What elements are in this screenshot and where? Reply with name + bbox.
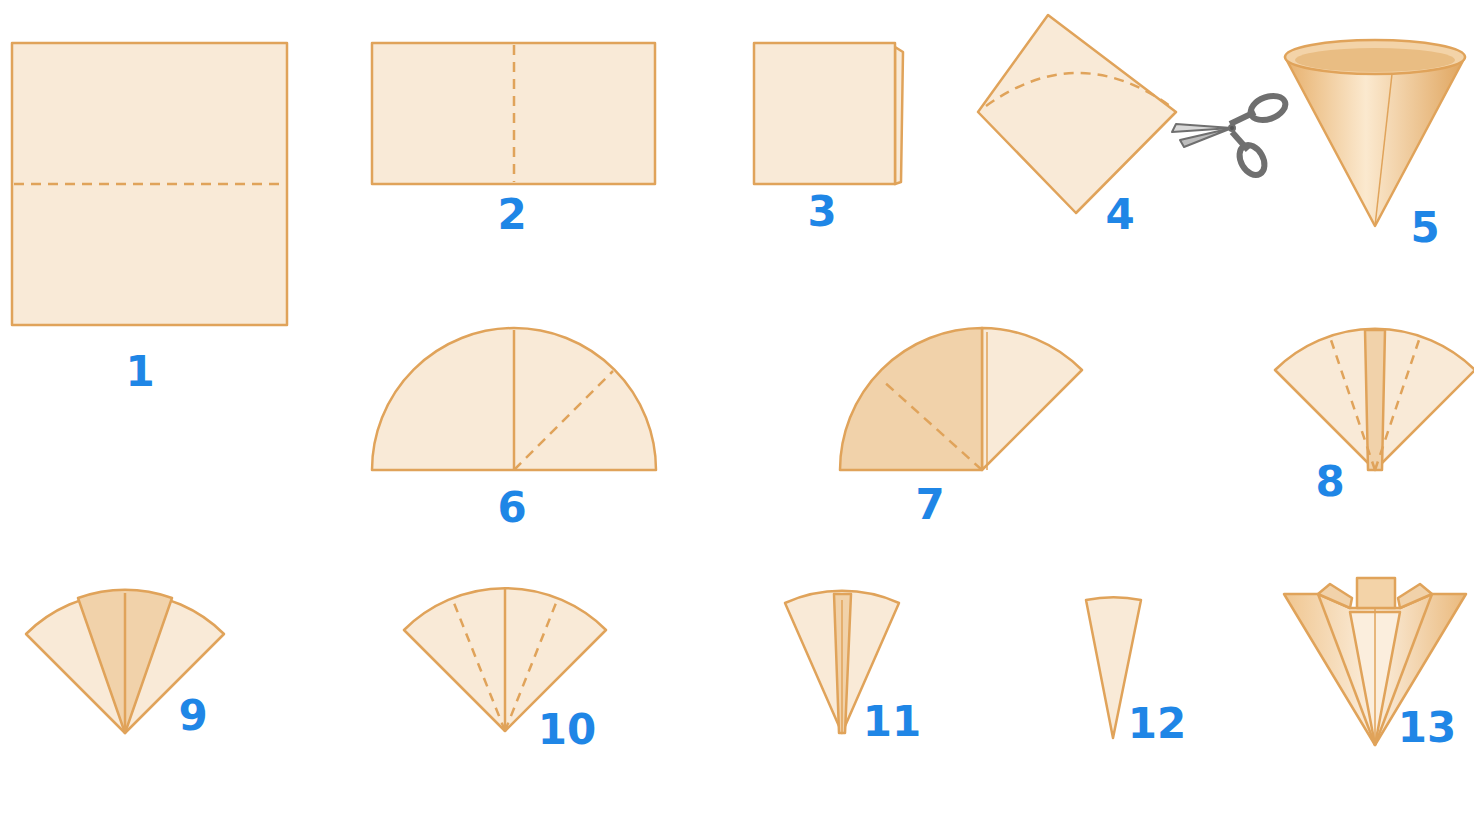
paper-cone: [1285, 40, 1465, 226]
folded-sector: [840, 328, 1082, 470]
step-number: 5: [1410, 207, 1439, 249]
folded-sector: [1275, 329, 1474, 470]
cut-diamond: [978, 15, 1176, 213]
step-number: 4: [1105, 194, 1134, 236]
folded-rectangle: [372, 43, 655, 184]
half-circle: [372, 328, 656, 470]
step-number: 7: [915, 484, 944, 526]
paper-square: [12, 43, 287, 325]
step-number: 9: [178, 695, 207, 737]
step-number: 3: [807, 191, 836, 233]
folded-square: [754, 43, 903, 184]
step-number: 2: [497, 194, 526, 236]
scissors-icon: [1172, 92, 1289, 180]
step-number: 10: [538, 709, 596, 751]
step-number: 13: [1398, 707, 1456, 749]
step-number: 1: [125, 351, 154, 393]
step-number: 8: [1315, 461, 1344, 503]
step-number: 11: [863, 701, 921, 743]
step-number: 12: [1128, 703, 1186, 745]
step-number: 6: [497, 487, 526, 529]
